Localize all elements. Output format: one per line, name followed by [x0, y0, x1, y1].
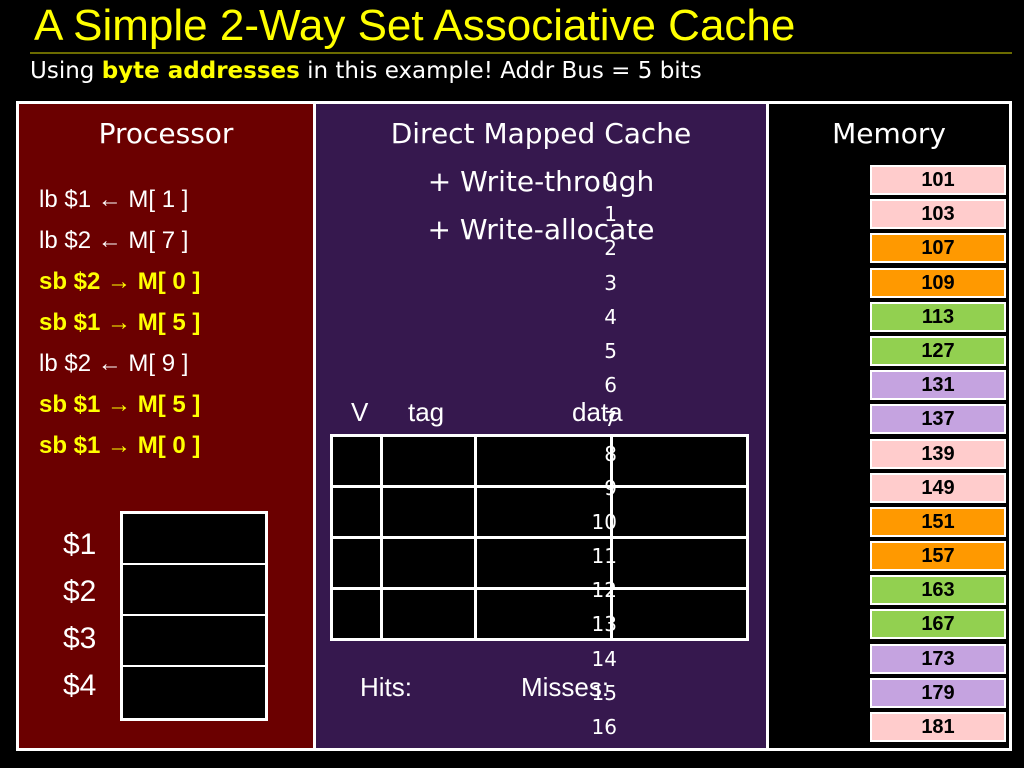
tag-cell: [380, 434, 477, 488]
memory-value: 127: [870, 335, 1006, 366]
memory-address: 0: [604, 168, 617, 192]
memory-value: 157: [870, 541, 1006, 572]
memory-address: 15: [591, 680, 617, 705]
cache-title-line2: + Write-through: [427, 165, 655, 198]
tag-cell: [380, 587, 477, 641]
memory-address: 2: [604, 236, 617, 261]
cache-title-line3: + Write-allocate: [427, 213, 655, 246]
data-cell: [610, 536, 749, 590]
memory-address: 6: [604, 373, 617, 398]
tag-cell: [380, 485, 477, 539]
slide-subtitle: Using byte addresses in this example! Ad…: [30, 56, 702, 86]
register-cell: [123, 616, 265, 667]
memory-value: 103: [870, 199, 1006, 230]
memory-address: 4: [604, 304, 617, 329]
register-label: $1: [63, 528, 97, 561]
memory-address: 12: [591, 578, 617, 603]
subtitle-pre: Using: [30, 58, 102, 84]
memory-value: 113: [870, 301, 1006, 332]
memory-title: Memory: [832, 117, 946, 150]
memory-address: 11: [591, 544, 617, 569]
tag-column-header: tag: [408, 397, 445, 427]
cache-line: [330, 434, 749, 488]
instruction: sb $1 → M[ 5 ]: [39, 391, 201, 418]
processor-title: Processor: [98, 117, 234, 150]
instruction-list: lb $1 ← M[ 1 ] lb $2 ← M[ 7 ] sb $2 → M[…: [39, 179, 200, 466]
data-cell: [474, 587, 613, 641]
data-column-header: data: [572, 397, 623, 427]
valid-column-header: V: [351, 397, 369, 427]
cache-line: [330, 587, 749, 641]
subtitle-post: in this example! Addr Bus = 5 bits: [299, 58, 702, 84]
valid-cell: [330, 434, 383, 488]
cache-panel: Direct Mapped Cache + Write-through + Wr…: [316, 101, 769, 751]
register-cell: [123, 514, 265, 565]
memory-value: 151: [870, 506, 1006, 537]
data-cell: [474, 536, 613, 590]
memory-value: 107: [870, 233, 1006, 264]
register-label: $3: [63, 622, 97, 655]
subtitle-bold: byte addresses: [101, 58, 300, 84]
memory-address: 5: [604, 338, 617, 363]
memory-value: 109: [870, 267, 1006, 298]
valid-cell: [330, 536, 383, 590]
memory-value: 139: [870, 438, 1006, 469]
data-cell: [610, 485, 749, 539]
title-underline: [30, 52, 1012, 54]
cache-title-line1: Direct Mapped Cache: [390, 117, 692, 150]
memory-address: 14: [591, 646, 617, 671]
data-cell: [610, 434, 749, 488]
data-cell: [610, 587, 749, 641]
memory-address: 7: [604, 407, 617, 432]
valid-cell: [330, 485, 383, 539]
memory-value: 137: [870, 404, 1006, 435]
instruction: lb $2 ← M[ 7 ]: [39, 227, 189, 254]
memory-address: 8: [604, 441, 617, 466]
valid-cell: [330, 587, 383, 641]
instruction: lb $2 ← M[ 9 ]: [39, 350, 189, 377]
data-cell: [474, 485, 613, 539]
tag-cell: [380, 536, 477, 590]
memory-value: 101: [870, 165, 1006, 195]
data-cell: [474, 434, 613, 488]
cache-table: [330, 434, 749, 641]
memory-value: 181: [870, 712, 1006, 742]
slide-title: A Simple 2-Way Set Associative Cache: [34, 1, 796, 50]
memory-value: 163: [870, 575, 1006, 606]
hits-label: Hits:: [360, 672, 412, 702]
processor-panel: Processor lb $1 ← M[ 1 ] lb $2 ← M[ 7 ] …: [16, 101, 316, 751]
register-label: $4: [63, 669, 97, 702]
memory-value: 173: [870, 643, 1006, 674]
memory-value: 167: [870, 609, 1006, 640]
cache-line: [330, 536, 749, 590]
cache-line: [330, 485, 749, 539]
memory-address: 3: [604, 270, 617, 295]
memory-address: 10: [591, 509, 617, 534]
register-cell: [123, 565, 265, 616]
memory-address: 13: [591, 612, 617, 637]
memory-address: 16: [591, 715, 617, 739]
instruction: sb $1 → M[ 0 ]: [39, 432, 201, 459]
register-label: $2: [63, 575, 97, 608]
instruction: lb $1 ← M[ 1 ]: [39, 186, 189, 213]
register-cell: [123, 667, 265, 718]
instruction: sb $2 → M[ 0 ]: [39, 268, 201, 295]
memory-value: 131: [870, 370, 1006, 401]
register-file: [120, 511, 268, 721]
memory-address: 1: [604, 202, 617, 227]
misses-label: Misses:: [521, 672, 610, 702]
memory-value: 179: [870, 677, 1006, 708]
instruction: sb $1 → M[ 5 ]: [39, 309, 201, 336]
memory-value: 149: [870, 472, 1006, 503]
memory-address: 9: [604, 475, 617, 500]
